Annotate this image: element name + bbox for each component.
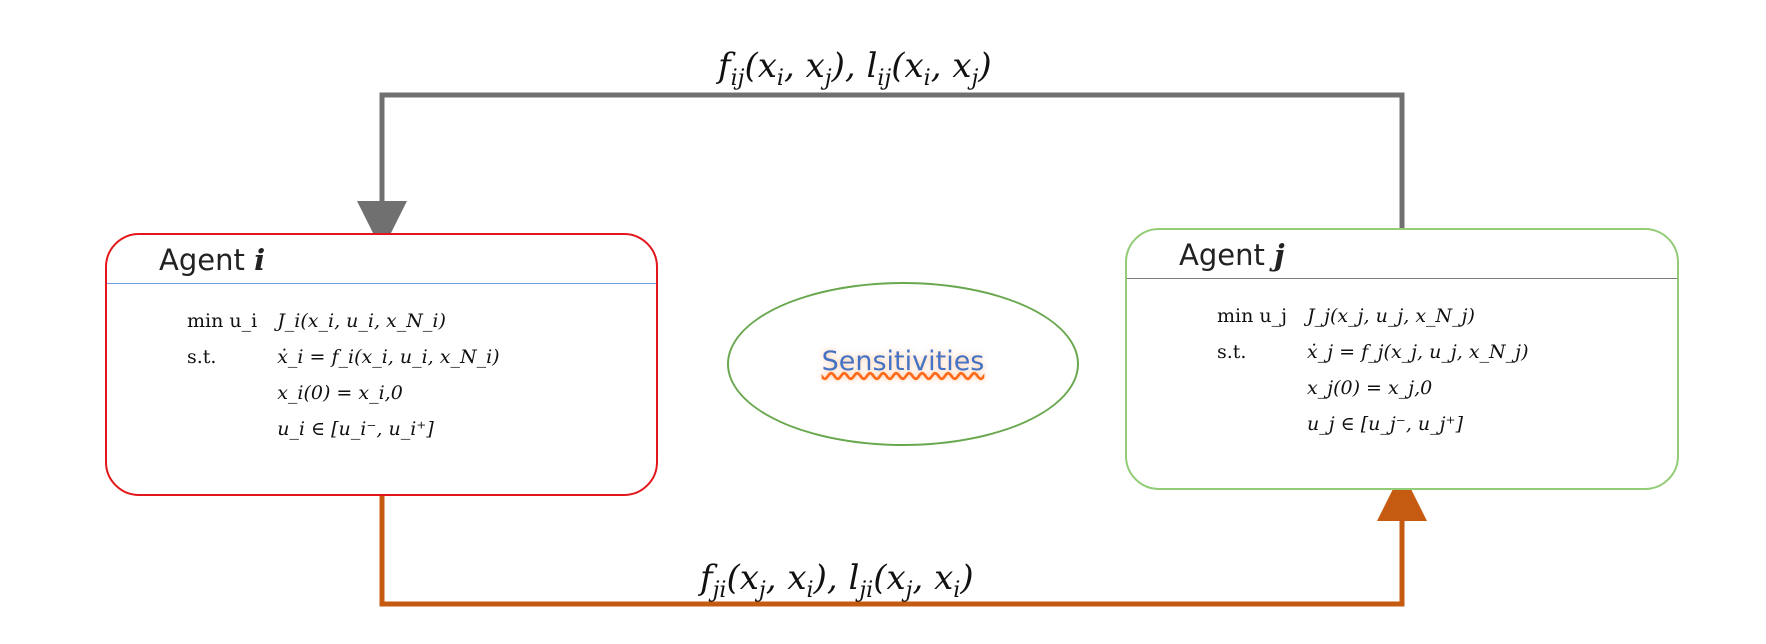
sensitivities-label: Sensitivities	[821, 346, 985, 377]
agent-j-row-dynamics: s.t.ẋ_j = f_j(x_j, u_j, x_N_j)	[1217, 341, 1529, 363]
top-edge-label: fij(xi, xj), lij(xi, xj)	[718, 46, 992, 91]
agent-j-header: Agent j	[1127, 230, 1677, 279]
top-feedback-arrow	[357, 92, 1405, 251]
agent-i-title: Agent i	[159, 243, 266, 277]
agent-i-row-initial: x_i(0) = x_i,0	[277, 382, 403, 404]
agent-i-header: Agent i	[107, 235, 656, 284]
bottom-edge-label: fji(xj, xi), lji(xj, xi)	[700, 558, 974, 603]
sensitivities-ellipse: Sensitivities	[727, 282, 1079, 446]
agent-i-row-bounds: u_i ∈ [u_i⁻, u_i⁺]	[277, 418, 434, 440]
agent-j-title: Agent j	[1179, 238, 1285, 272]
agent-i-row-dynamics: s.t.ẋ_i = f_i(x_i, u_i, x_N_i)	[187, 346, 500, 368]
bottom-feedback-arrow	[379, 471, 1427, 607]
agent-j-row-initial: x_j(0) = x_j,0	[1307, 377, 1433, 399]
agent-j-row-bounds: u_j ∈ [u_j⁻, u_j⁺]	[1307, 413, 1463, 435]
